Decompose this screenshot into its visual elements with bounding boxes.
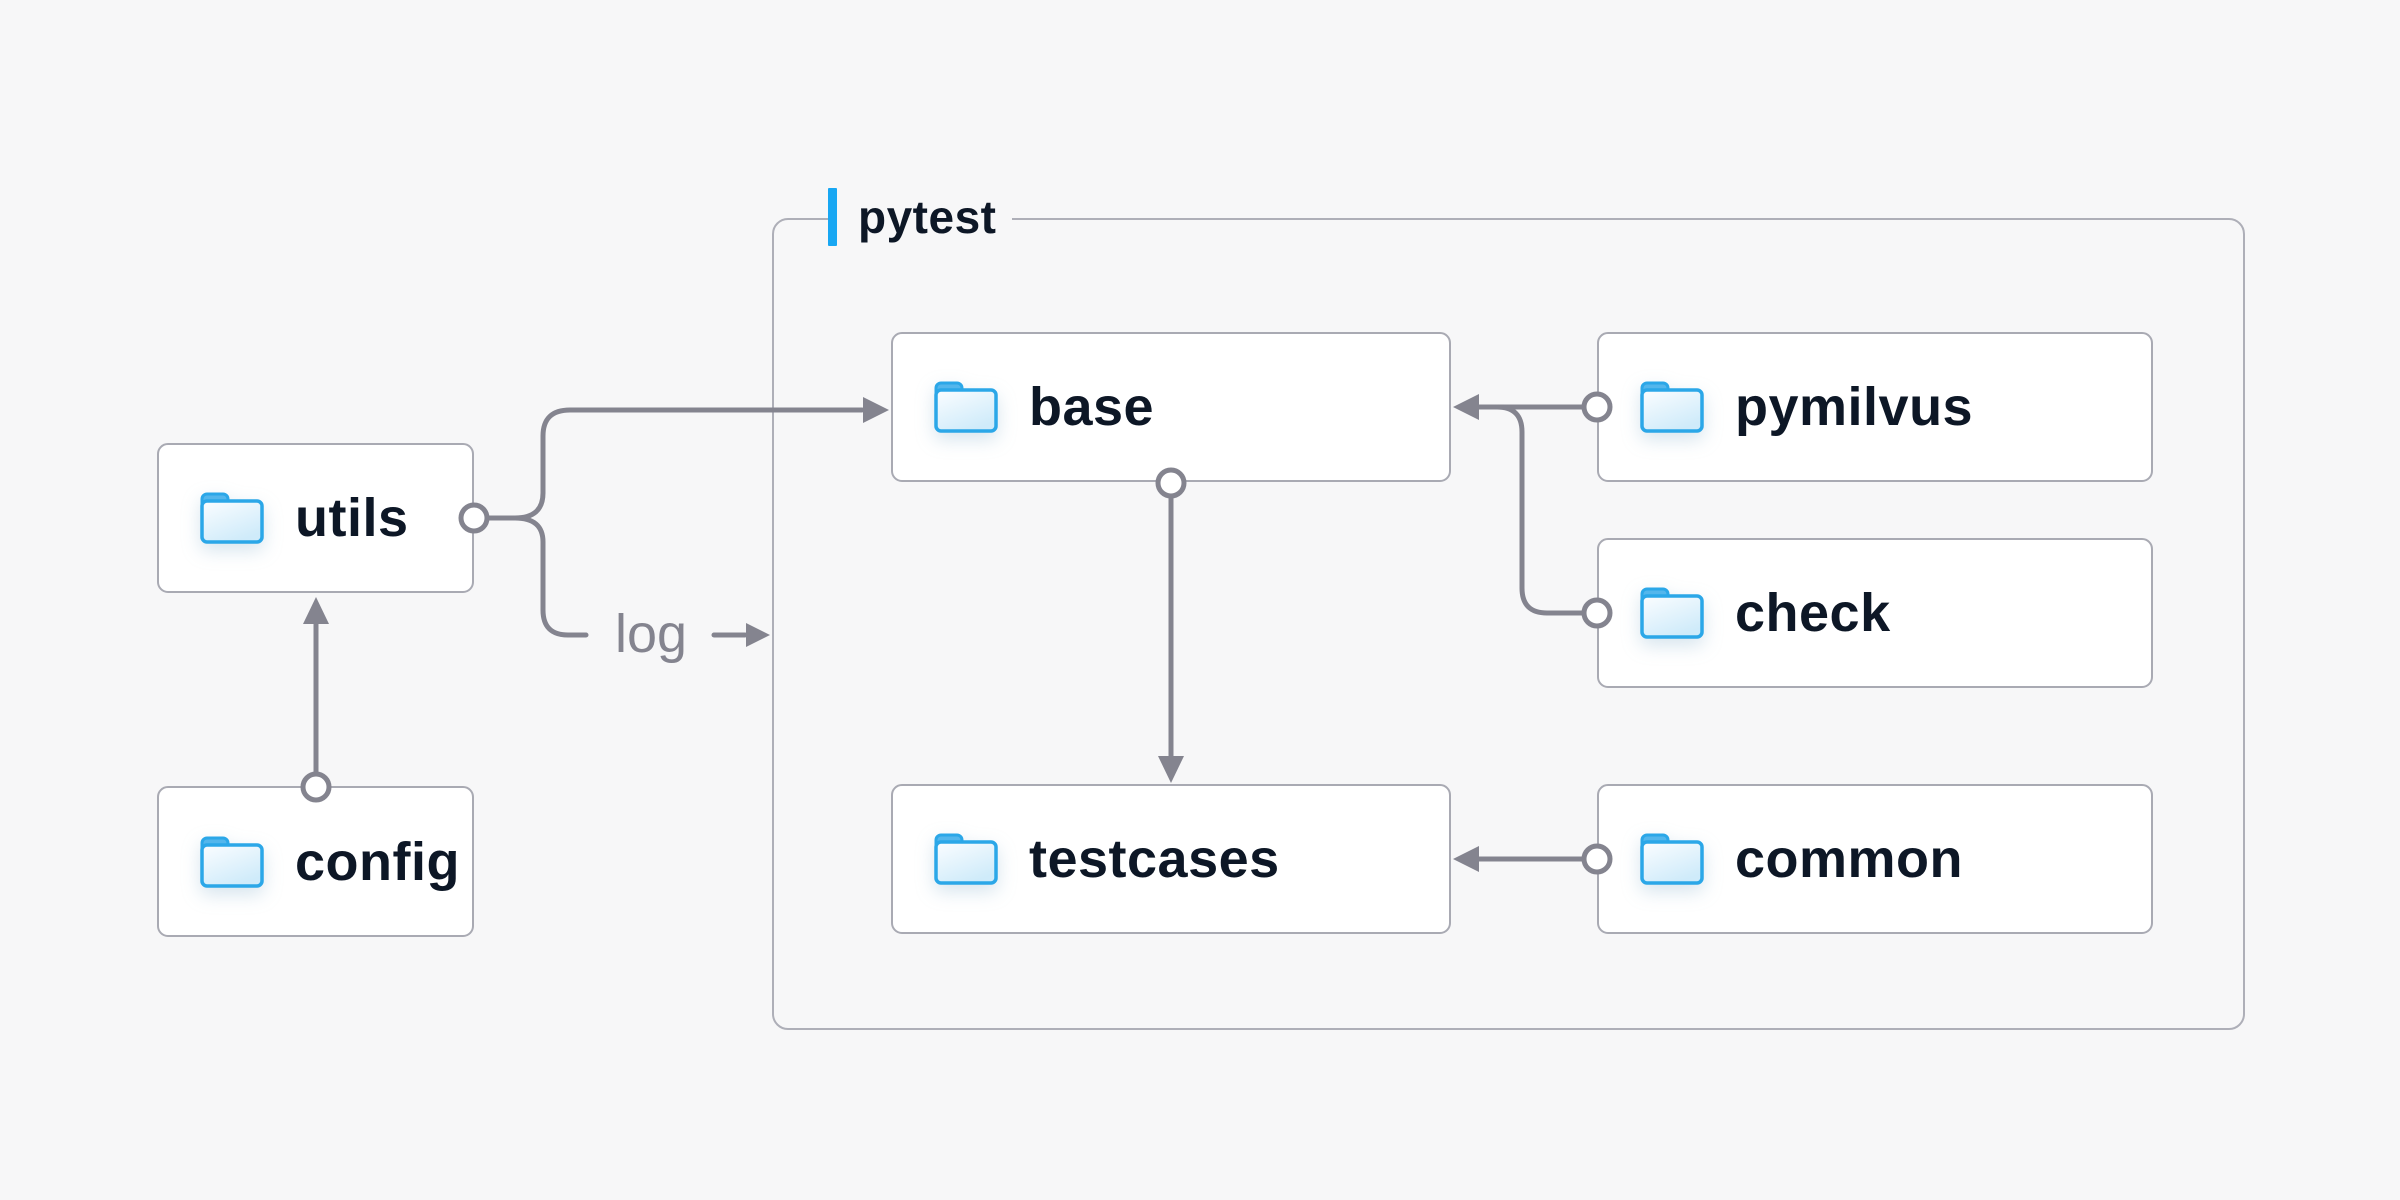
node-pymilvus: pymilvus bbox=[1597, 332, 2153, 482]
node-base: base bbox=[891, 332, 1451, 482]
group-title: pytest bbox=[858, 191, 997, 243]
node-label: pymilvus bbox=[1735, 377, 1974, 437]
pytest-group-box bbox=[772, 218, 2245, 1030]
node-label: base bbox=[1029, 377, 1155, 437]
node-config: config bbox=[157, 786, 474, 937]
arrowhead-right-pytest bbox=[746, 623, 770, 647]
folder-icon bbox=[934, 833, 998, 885]
node-testcases: testcases bbox=[891, 784, 1451, 934]
node-label: utils bbox=[295, 488, 409, 548]
folder-icon bbox=[200, 836, 264, 888]
node-label: check bbox=[1735, 583, 1891, 643]
edge-label-log: log bbox=[614, 604, 688, 664]
folder-icon bbox=[1640, 833, 1704, 885]
node-label: common bbox=[1735, 829, 1964, 889]
node-check: check bbox=[1597, 538, 2153, 688]
pytest-group-label: pytest bbox=[828, 186, 1013, 248]
node-label: config bbox=[295, 831, 460, 892]
node-utils: utils bbox=[157, 443, 474, 593]
folder-icon bbox=[934, 381, 998, 433]
accent-bar bbox=[828, 188, 837, 246]
folder-icon bbox=[1640, 587, 1704, 639]
node-common: common bbox=[1597, 784, 2153, 934]
arrowhead-up-utils bbox=[303, 597, 329, 624]
folder-icon bbox=[1640, 381, 1704, 433]
node-label: testcases bbox=[1029, 829, 1280, 889]
folder-icon bbox=[200, 492, 264, 544]
edge-utils-log bbox=[512, 515, 589, 638]
